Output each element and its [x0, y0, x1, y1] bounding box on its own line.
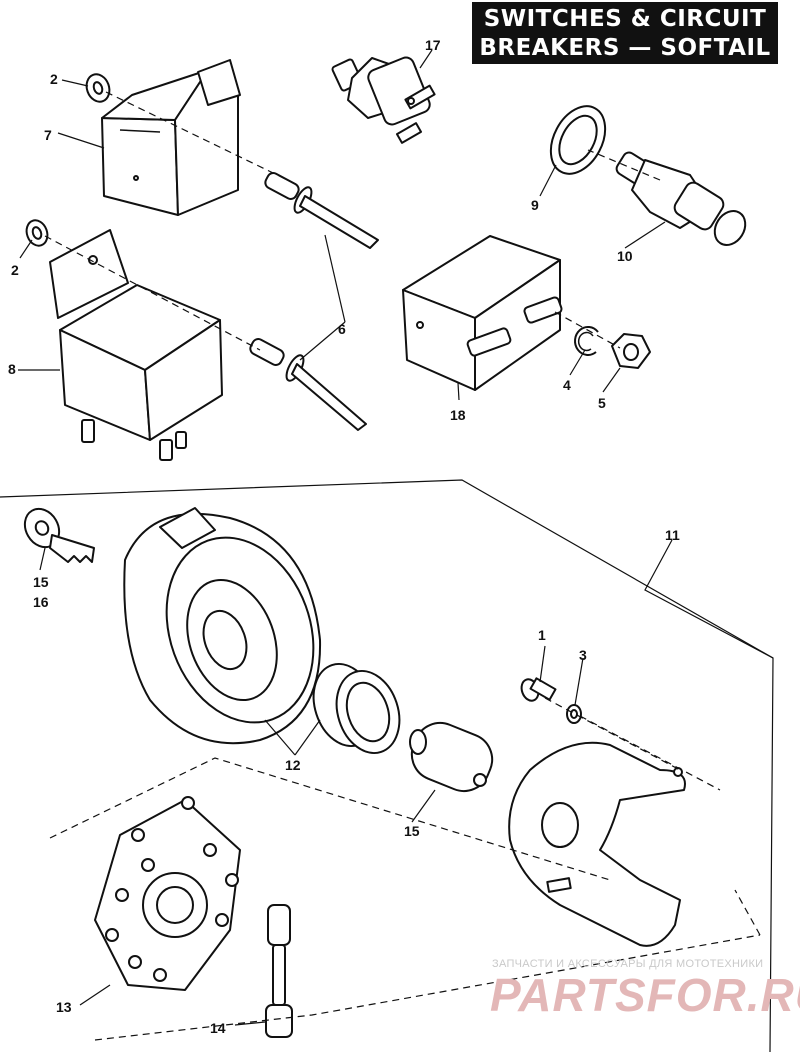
- leader-lines: [18, 49, 774, 1026]
- callout-11: 11: [665, 527, 680, 543]
- part-12-adapter-ring: [312, 662, 401, 755]
- part-15-16-key: [23, 507, 95, 563]
- watermark-tagline: ЗАПЧАСТИ И АКСЕССУАРЫ ДЛЯ МОТОТЕХНИКИ: [492, 958, 764, 970]
- title-line-1: SWITCHES & CIRCUIT: [483, 6, 767, 32]
- callout-15-key: 15: [33, 574, 49, 590]
- part-14-plunger: [265, 904, 293, 1038]
- part-5-nut: [611, 333, 651, 369]
- part-8-relay: [49, 229, 223, 461]
- part-6-rivet-upper: [264, 172, 379, 249]
- callout-13: 13: [56, 999, 72, 1015]
- part-3-washer: [566, 704, 582, 724]
- callout-17: 17: [425, 37, 441, 53]
- callout-14: 14: [210, 1020, 226, 1036]
- callout-2-left: 2: [11, 262, 19, 278]
- part-4-c-clip: [574, 325, 599, 356]
- title-line-2: BREAKERS — SOFTAIL: [479, 35, 771, 61]
- callout-3: 3: [579, 647, 587, 663]
- callout-16: 16: [33, 594, 49, 610]
- part-7-relay-bracket: [101, 59, 241, 216]
- part-13-contact-plate: [94, 796, 241, 991]
- part-6-rivet-lower: [249, 338, 367, 431]
- callout-15-lock: 15: [404, 823, 420, 839]
- callout-9: 9: [531, 197, 539, 213]
- watermark-logo: PARTSFOR.RU: [490, 969, 800, 1021]
- part-9-washer: [549, 105, 607, 175]
- part-17-pressure-switch: [331, 56, 436, 144]
- callout-10: 10: [617, 248, 633, 264]
- diagram-title: SWITCHES & CIRCUIT BREAKERS — SOFTAIL: [472, 2, 778, 64]
- callout-6: 6: [338, 321, 346, 337]
- part-11-mounting-plate: [508, 741, 686, 947]
- part-10-switch: [615, 151, 747, 246]
- callout-7: 7: [44, 127, 52, 143]
- callout-18: 18: [450, 407, 466, 423]
- callout-4: 4: [563, 377, 571, 393]
- callout-5: 5: [598, 395, 606, 411]
- callout-1: 1: [538, 627, 546, 643]
- part-15-lock-cylinder: [409, 721, 494, 793]
- part-2-washer-top: [85, 73, 111, 103]
- part-18-circuit-breaker: [402, 235, 563, 391]
- section-divider: [0, 479, 774, 1052]
- part-2-washer-left: [25, 219, 49, 247]
- callout-12: 12: [285, 757, 301, 773]
- guide-lines: [44, 91, 761, 1041]
- callout-8: 8: [8, 361, 16, 377]
- callout-2-top: 2: [50, 71, 58, 87]
- part-12-switch-housing: [123, 507, 322, 745]
- part-1-screw: [520, 677, 557, 702]
